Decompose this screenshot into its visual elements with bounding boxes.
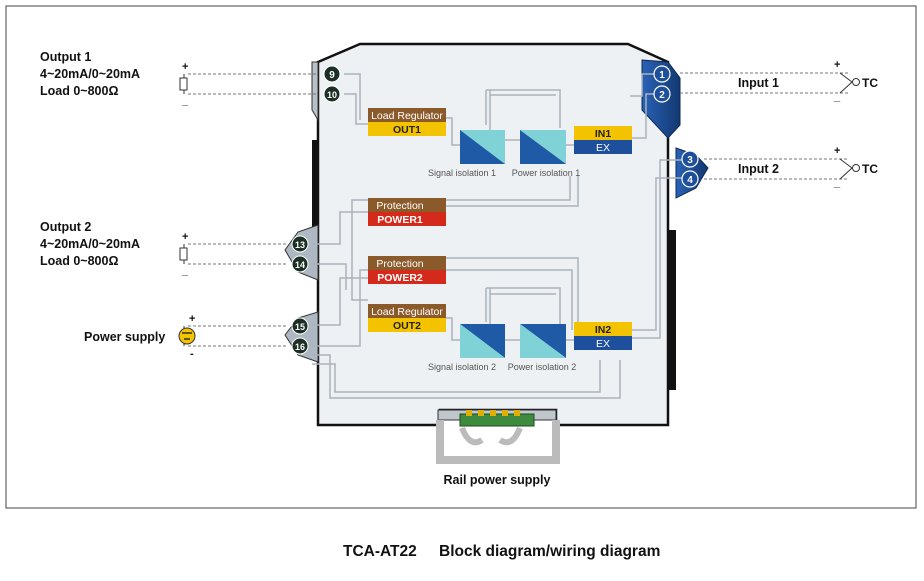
terminal-3-label: 3 [687, 155, 693, 166]
terminal-2-label: 2 [659, 90, 665, 101]
load-regulator-out1-block: Load Regulator OUT1 [368, 108, 446, 136]
polarity-plus: + [834, 145, 840, 157]
in1-label: IN1 [595, 128, 612, 140]
rail-connector [436, 409, 560, 464]
protection-power1-block: Protection POWER1 [368, 198, 446, 226]
signal-isolation-1-block: Signal isolation 1 [428, 130, 505, 178]
terminal-13: 13 [291, 235, 309, 253]
load-resistor-icon-1 [179, 77, 188, 91]
thermocouple-junction-icon-2 [852, 164, 860, 172]
polarity-plus: + [834, 59, 840, 71]
power-isolation-1-block: Power isolation 1 [512, 130, 581, 178]
signal-isolation-2-block: Signal isolation 2 [428, 324, 505, 372]
ex2-label: EX [596, 338, 610, 350]
caption-model: TCA-AT22 [343, 543, 417, 560]
input2-label: Input 2 [738, 162, 779, 176]
terminal-2: 2 [653, 85, 671, 103]
protection-power2-block: Protection POWER2 [368, 256, 446, 284]
polarity-plus: + [182, 61, 188, 73]
ex1-label: EX [596, 142, 610, 154]
terminal-13-label: 13 [295, 240, 305, 250]
protection-label: Protection [376, 258, 423, 270]
in1-ex-block: IN1 EX [574, 126, 632, 154]
out2-label: OUT2 [393, 320, 421, 332]
terminal-1: 1 [653, 65, 671, 83]
output1-load: Load 0~800Ω [40, 84, 118, 98]
caption-title: Block diagram/wiring diagram [439, 543, 660, 560]
in2-label: IN2 [595, 324, 612, 336]
terminal-3: 3 [681, 150, 699, 168]
power-isolation-2-block: Power isolation 2 [508, 324, 577, 372]
load-regulator-label: Load Regulator [371, 110, 443, 122]
terminal-16-label: 16 [295, 342, 305, 352]
internal-wiring [312, 73, 690, 399]
terminal-1-label: 1 [659, 70, 665, 81]
output1-range: 4~20mA/0~20mA [40, 67, 140, 81]
load-resistor-icon-2 [179, 247, 188, 261]
left-terminal-block-middle [284, 224, 319, 281]
polarity-plus: + [182, 231, 188, 243]
polarity-minus: _ [181, 265, 189, 277]
polarity-minus: _ [833, 177, 841, 189]
thermocouple-junction-icon-1 [852, 78, 860, 86]
signal-isolation-2-label: Signal isolation 2 [428, 362, 496, 372]
rail-power-supply-label: Rail power supply [444, 473, 551, 487]
terminal-9: 9 [323, 65, 341, 83]
out1-label: OUT1 [393, 124, 421, 136]
terminal-15: 15 [291, 317, 309, 335]
signal-isolation-1-label: Signal isolation 1 [428, 168, 496, 178]
terminal-14: 14 [291, 255, 309, 273]
input1-label: Input 1 [738, 76, 779, 90]
terminal-16: 16 [291, 337, 309, 355]
power2-label: POWER2 [377, 272, 423, 284]
protection-label: Protection [376, 200, 423, 212]
power-supply-label: Power supply [84, 330, 165, 344]
in2-ex-block: IN2 EX [574, 322, 632, 350]
tc1-label: TC [862, 76, 878, 90]
output2-load: Load 0~800Ω [40, 254, 118, 268]
terminal-14-label: 14 [295, 260, 305, 270]
output1-title: Output 1 [40, 50, 91, 64]
output2-title: Output 2 [40, 220, 91, 234]
power-supply-icon [178, 327, 196, 345]
output2-range: 4~20mA/0~20mA [40, 237, 140, 251]
power-isolation-2-label: Power isolation 2 [508, 362, 577, 372]
polarity-minus: - [190, 348, 194, 360]
terminal-10-label: 10 [327, 90, 337, 100]
left-terminal-block-top [311, 61, 319, 122]
load-regulator-out2-block: Load Regulator OUT2 [368, 304, 446, 332]
terminal-4-label: 4 [687, 175, 693, 186]
terminal-9-label: 9 [329, 70, 335, 81]
power1-label: POWER1 [377, 214, 423, 226]
right-external-wiring [680, 72, 853, 180]
power-isolation-1-label: Power isolation 1 [512, 168, 581, 178]
terminal-10: 10 [323, 85, 341, 103]
load-regulator-label: Load Regulator [371, 306, 443, 318]
polarity-minus: _ [833, 91, 841, 103]
terminal-15-label: 15 [295, 322, 305, 332]
tc2-label: TC [862, 162, 878, 176]
polarity-minus: _ [181, 95, 189, 107]
polarity-plus: + [189, 313, 195, 325]
terminal-4: 4 [681, 170, 699, 188]
